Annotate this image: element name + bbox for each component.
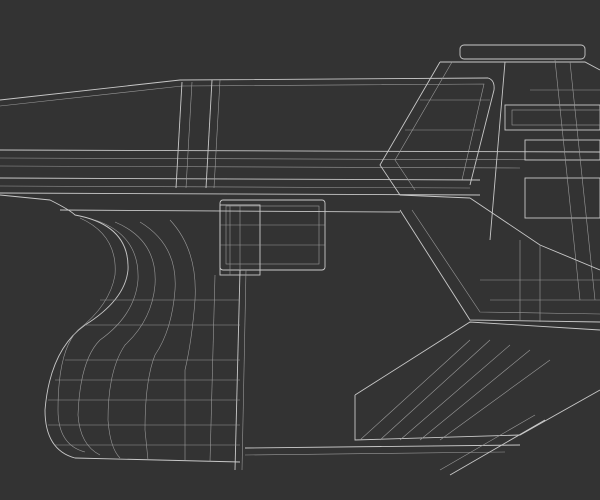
slide-line bbox=[0, 157, 600, 161]
slide-line bbox=[0, 177, 481, 181]
frame-front bbox=[244, 197, 600, 476]
grip-front bbox=[234, 269, 241, 471]
rear-sight bbox=[459, 44, 586, 60]
grip-contour bbox=[169, 219, 196, 460]
slide-panel-edge bbox=[213, 79, 221, 189]
rear-bar bbox=[524, 177, 600, 219]
frame-bottom bbox=[449, 419, 546, 476]
rear-bar bbox=[504, 104, 600, 131]
slide-line bbox=[0, 165, 521, 169]
slide-top-edge bbox=[0, 77, 495, 186]
rear-line bbox=[554, 59, 581, 301]
trigger-housing bbox=[219, 199, 326, 271]
frame-lower bbox=[359, 339, 551, 441]
grip-contour bbox=[107, 221, 156, 459]
slide-top-edge-inner bbox=[0, 83, 485, 181]
grip bbox=[0, 194, 401, 471]
rear-slope bbox=[394, 61, 453, 191]
slide-line bbox=[0, 192, 481, 196]
frame-bottom bbox=[439, 414, 536, 471]
grip-top bbox=[59, 209, 401, 213]
frame-bottom bbox=[244, 451, 506, 456]
grip-outline bbox=[0, 194, 241, 463]
frame-lower bbox=[354, 389, 600, 441]
grip-contour bbox=[77, 219, 139, 456]
grip-contour bbox=[57, 217, 116, 453]
trigger-housing-inner bbox=[225, 205, 320, 265]
slide-panel-edge bbox=[205, 79, 213, 189]
rear-slope bbox=[379, 61, 471, 199]
grip-front bbox=[241, 269, 247, 471]
frame-outline bbox=[399, 209, 600, 323]
grip-contour bbox=[139, 221, 176, 461]
slide bbox=[0, 77, 600, 196]
frame-lower bbox=[354, 321, 600, 396]
rear-block bbox=[440, 61, 600, 71]
rear-line bbox=[569, 61, 596, 301]
slide-panel-edge bbox=[185, 81, 193, 189]
rear-edge bbox=[489, 61, 506, 241]
rear-bar bbox=[511, 109, 600, 126]
grip-front bbox=[209, 274, 216, 463]
frame-outline bbox=[411, 209, 600, 315]
slide-line bbox=[0, 185, 471, 189]
rear-bar bbox=[524, 139, 600, 161]
slide-line bbox=[0, 149, 600, 153]
rear-section bbox=[379, 44, 600, 301]
frame-bottom bbox=[244, 444, 521, 449]
frame-outline bbox=[469, 197, 600, 271]
rear-facet bbox=[405, 99, 490, 131]
slide-panel-edge bbox=[175, 81, 183, 189]
